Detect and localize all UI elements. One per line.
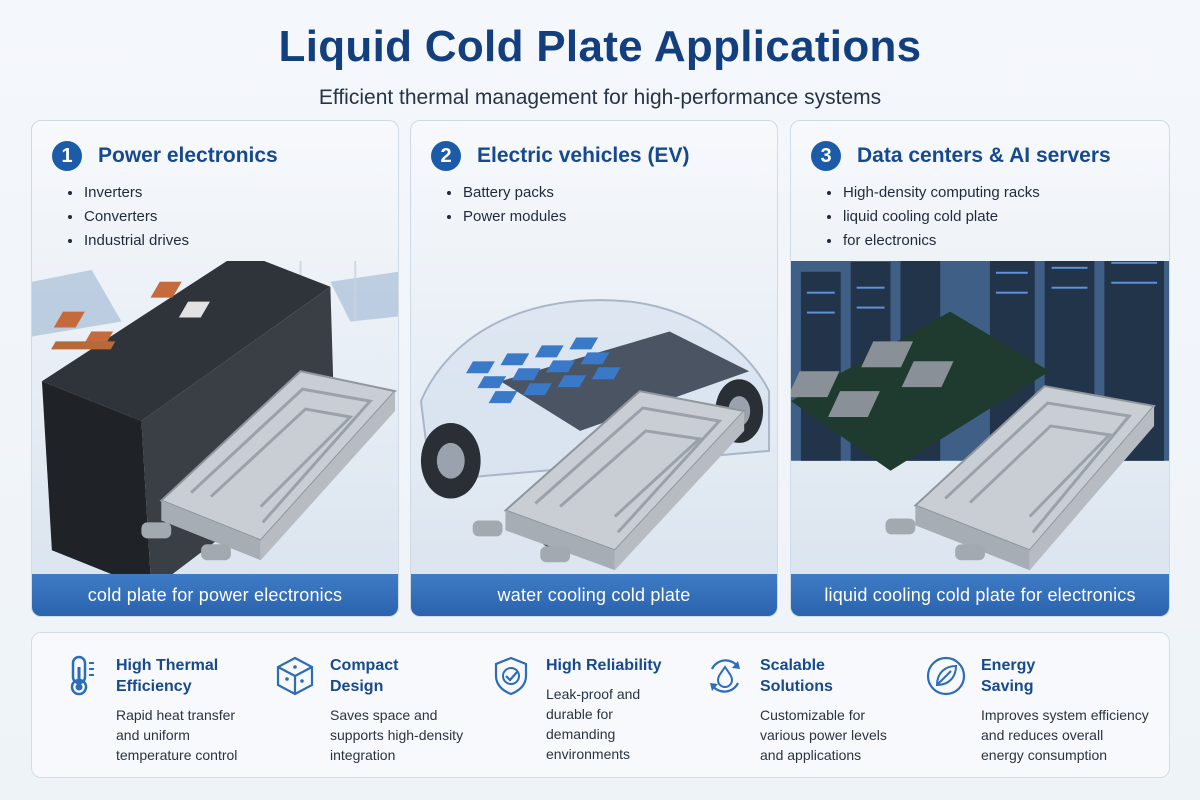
- feature-description: Leak-proof and durable for demanding env…: [546, 686, 641, 762]
- panel-power-electronics: 1 Power electronics Inverters Converters…: [31, 120, 399, 617]
- list-item: Converters: [68, 205, 189, 229]
- list-item: Power modules: [447, 205, 566, 229]
- panel-title: Power electronics: [98, 144, 278, 167]
- panel-caption: cold plate for power electronics: [32, 574, 398, 616]
- cold-plate: [141, 370, 397, 561]
- list-item: Inverters: [68, 181, 189, 205]
- list-item: Industrial drives: [68, 229, 189, 253]
- feature-title: High Reliability: [546, 657, 662, 674]
- bullet-list: High-density computing racks liquid cool…: [827, 181, 1040, 253]
- ev-illustration: [419, 299, 771, 571]
- list-item: liquid cooling cold plate: [827, 205, 1040, 229]
- data-center-illustration: [791, 261, 1169, 571]
- feature-description: Improves system efficiency and reduces o…: [981, 707, 1149, 763]
- list-item: High-density computing racks: [827, 181, 1040, 205]
- page-title: Liquid Cold Plate Applications: [278, 22, 922, 71]
- features-strip: High Thermal Efficiency Rapid heat trans…: [31, 632, 1170, 778]
- panel-title: Electric vehicles (EV): [477, 144, 690, 167]
- bullet-list: Inverters Converters Industrial drives: [68, 181, 189, 253]
- panel-title: Data centers & AI servers: [857, 144, 1111, 167]
- panel-heading: 3 Data centers & AI servers: [811, 141, 1111, 171]
- list-item: Battery packs: [447, 181, 566, 205]
- feature-title: High Thermal Efficiency: [116, 657, 219, 695]
- list-item: for electronics: [827, 229, 1040, 253]
- leaf-icon: [926, 656, 966, 696]
- power-electronics-illustration: [32, 261, 398, 576]
- cube-icon: [276, 656, 314, 696]
- cold-plate: [472, 390, 747, 571]
- number-badge: 1: [52, 141, 82, 171]
- number-badge: 3: [811, 141, 841, 171]
- panel-caption: liquid cooling cold plate for electronic…: [791, 574, 1169, 616]
- feature-title: Energy Saving: [981, 657, 1036, 695]
- shield-check-icon: [494, 656, 528, 696]
- feature-title: Compact Design: [330, 657, 399, 695]
- cold-plate: [885, 385, 1156, 571]
- server-board: [791, 311, 1050, 471]
- panel-heading: 1 Power electronics: [52, 141, 278, 171]
- feature-description: Saves space and supports high-density in…: [330, 707, 464, 763]
- feature-description: Customizable for various power levels an…: [760, 707, 887, 763]
- thermometer-icon: [70, 655, 94, 696]
- feature-title: Scalable Solutions: [760, 657, 833, 695]
- page-subtitle: Efficient thermal management for high-pe…: [318, 86, 882, 109]
- solar-panel-icon: [32, 269, 398, 337]
- panel-electric-vehicles: 2 Electric vehicles (EV) Battery packs P…: [410, 120, 778, 617]
- panel-heading: 2 Electric vehicles (EV): [431, 141, 689, 171]
- number-badge: 2: [431, 141, 461, 171]
- panel-caption: water cooling cold plate: [411, 574, 777, 616]
- panel-data-centers: 3 Data centers & AI servers High-density…: [790, 120, 1170, 617]
- battery-pack: [466, 331, 750, 431]
- bullet-list: Battery packs Power modules: [447, 181, 566, 229]
- feature-description: Rapid heat transfer and uniform temperat…: [116, 707, 238, 763]
- recycle-drop-icon: [710, 659, 740, 693]
